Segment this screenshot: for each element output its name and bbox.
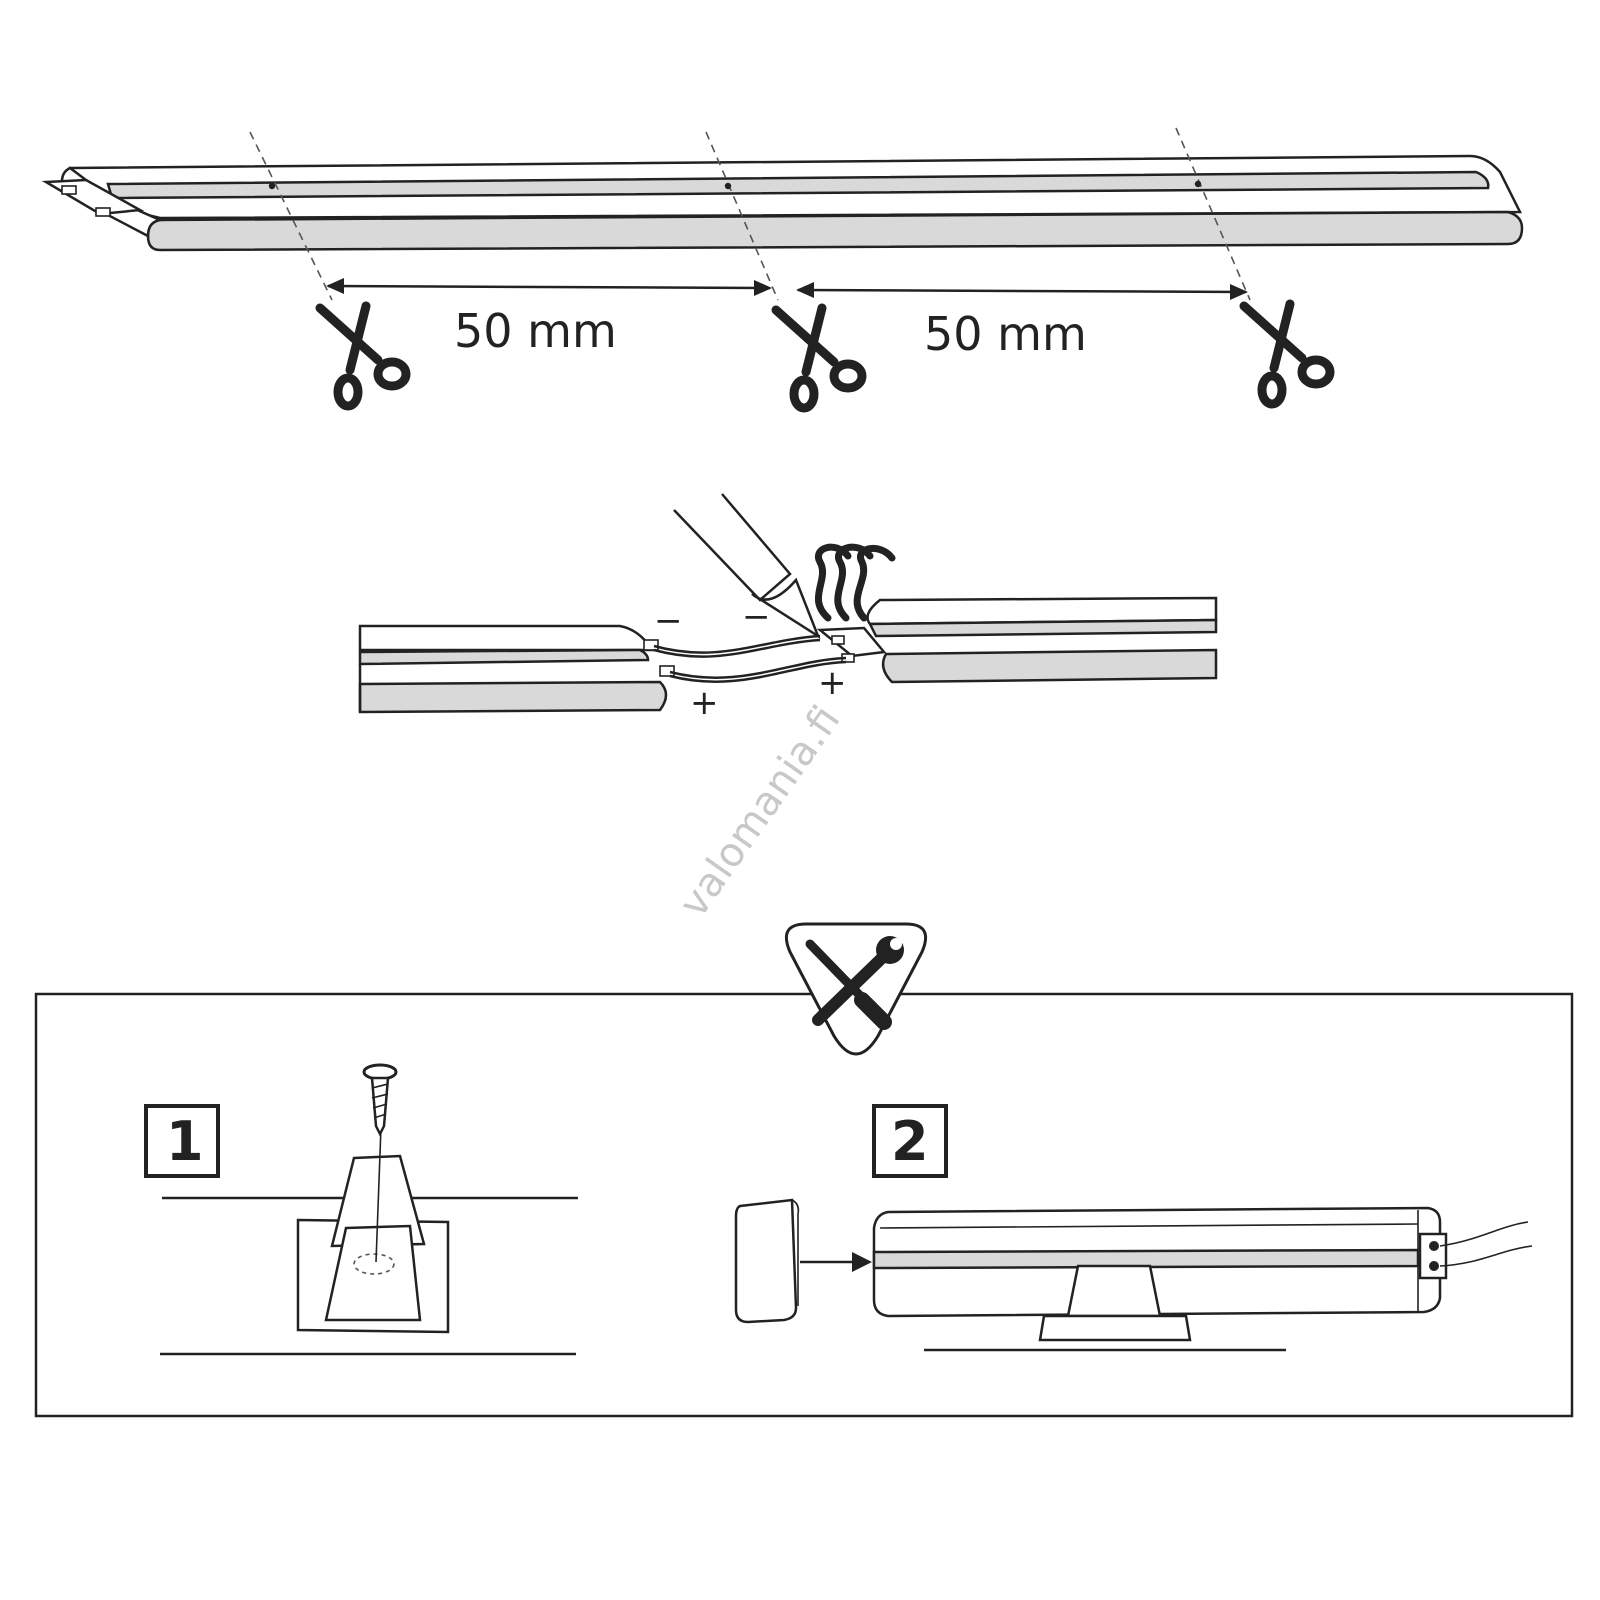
scissors-icon [1239, 299, 1335, 409]
install-section: 1 2 [34, 922, 1574, 1418]
connection-wires [653, 634, 847, 683]
led-strip-mounted [872, 1206, 1533, 1342]
cut-lines [249, 127, 1251, 301]
polarity-plus-left: + [690, 683, 719, 723]
polarity-minus-left: − [654, 601, 683, 641]
strip-segment-right [816, 596, 1218, 684]
mounting-clip [296, 1099, 450, 1334]
solder-section: − − + + [358, 493, 1218, 723]
tools-screwdriver-wrench-icon [805, 936, 904, 1030]
dimension-label-right: 50 mm [924, 307, 1087, 361]
screw-icon [362, 1063, 398, 1137]
strip-segment-left [358, 624, 675, 714]
polarity-plus-right: + [818, 663, 847, 703]
tools-badge [785, 922, 927, 1056]
watermark: valomania.fi [671, 698, 850, 926]
scissors-icon [771, 303, 867, 413]
scissors-icon [315, 301, 411, 411]
led-strip-top [41, 154, 1524, 252]
step-1: 1 [144, 1063, 578, 1356]
install-frame [34, 992, 1574, 1418]
insert-arrow [800, 1252, 872, 1272]
step-number-1: 1 [166, 1110, 204, 1173]
soldering-iron-icon [673, 493, 821, 640]
dimension-arrows [326, 278, 1248, 300]
step-number-2: 2 [891, 1110, 929, 1173]
polarity-minus-right: − [742, 597, 771, 637]
cut-section: 50 mm 50 mm [41, 127, 1524, 413]
end-cap [734, 1198, 800, 1324]
step-2: 2 [734, 1104, 1533, 1352]
heat-smoke-icon [814, 543, 896, 622]
dimension-label-left: 50 mm [454, 304, 617, 358]
